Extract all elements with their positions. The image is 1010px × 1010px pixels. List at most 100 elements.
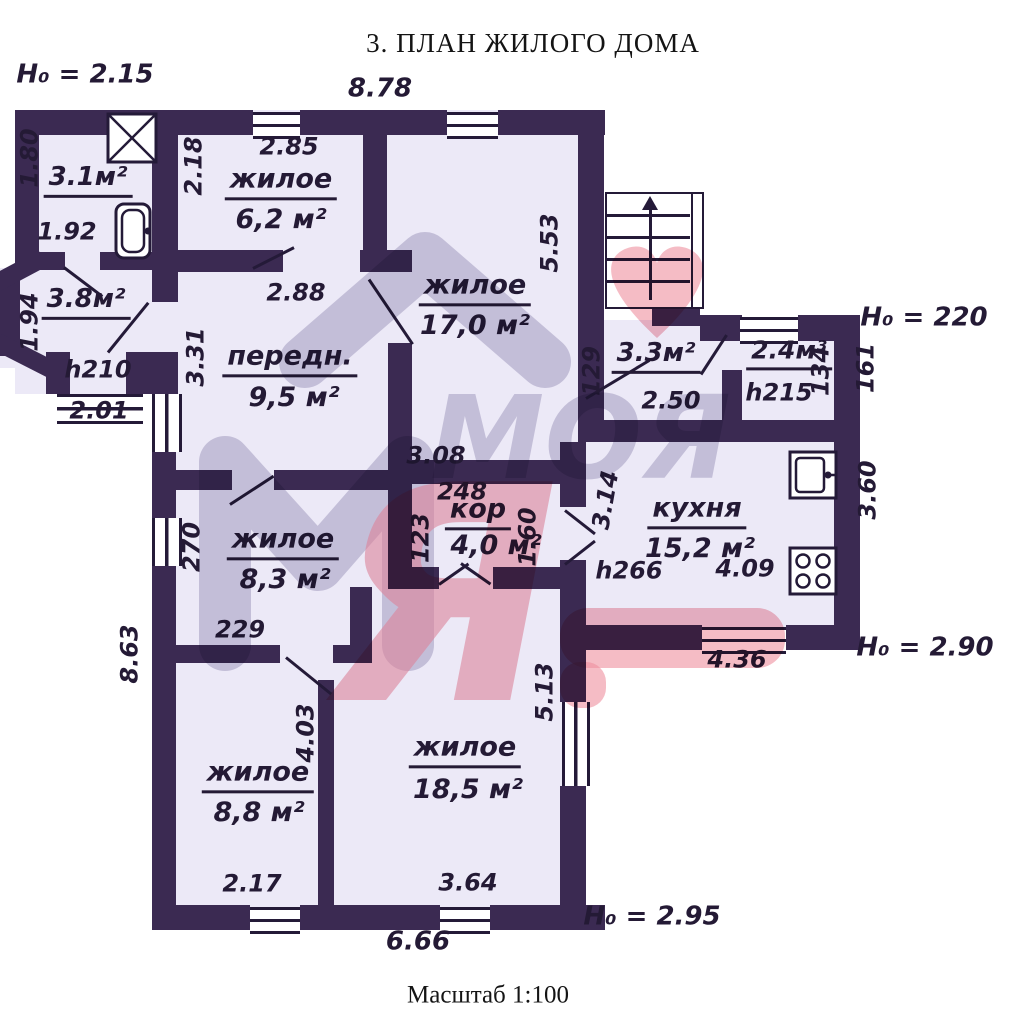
room-kitchen-name: кухня bbox=[647, 494, 747, 530]
wall-segment bbox=[560, 560, 586, 627]
stairs-direction-arrow bbox=[649, 206, 652, 300]
wall-segment bbox=[490, 905, 605, 930]
wall-segment bbox=[300, 905, 440, 930]
dim: 1.60 bbox=[513, 507, 542, 567]
wall-segment bbox=[722, 315, 742, 339]
wall-segment bbox=[578, 110, 604, 422]
dim: 1.80 bbox=[15, 128, 44, 188]
window bbox=[447, 112, 498, 139]
stair-rail-line bbox=[690, 194, 693, 307]
room-living83-name: жилое bbox=[226, 525, 340, 561]
scale-label: Масштаб 1:100 bbox=[407, 981, 569, 1009]
bathtub-icon bbox=[114, 202, 152, 260]
window bbox=[152, 394, 182, 452]
dim: 134 bbox=[806, 345, 835, 397]
window bbox=[250, 907, 300, 934]
wall-segment bbox=[560, 786, 586, 907]
room-living88-area: 8,8 м² bbox=[213, 796, 305, 828]
wall-segment bbox=[786, 625, 860, 650]
room-hall-height-note: h210 bbox=[64, 355, 132, 384]
wall-segment bbox=[333, 645, 372, 663]
vent-shaft-icon bbox=[106, 112, 158, 164]
room-closet-area: 2.4м³ bbox=[746, 337, 832, 371]
dim: 270 bbox=[177, 521, 206, 573]
room-living185-name: жилое bbox=[408, 733, 522, 769]
room-living170-name: жилое bbox=[418, 271, 532, 307]
dim: 129 bbox=[577, 345, 606, 397]
height-mark-bottom-right: H₀ = 2.95 bbox=[583, 901, 721, 932]
dim: 2.01 bbox=[69, 396, 129, 425]
wall-segment bbox=[363, 110, 387, 272]
wall-segment bbox=[350, 587, 372, 647]
wall-segment bbox=[152, 250, 283, 272]
wall-segment bbox=[360, 250, 412, 272]
room-living88-name: жилое bbox=[201, 758, 315, 794]
stairs-arrow-head bbox=[642, 196, 658, 210]
dim: 229 bbox=[214, 615, 266, 644]
entrance-stairs bbox=[605, 192, 704, 309]
room-front-area: 9,5 м² bbox=[248, 381, 340, 413]
wall-segment bbox=[126, 352, 152, 394]
wall-segment bbox=[152, 352, 178, 394]
wall-segment bbox=[274, 470, 388, 490]
wall-segment bbox=[834, 315, 860, 650]
dim: 2.88 bbox=[266, 278, 326, 307]
dim-top-width: 8.78 bbox=[347, 73, 413, 104]
window bbox=[440, 907, 490, 934]
dim: 2.18 bbox=[179, 136, 208, 196]
room-kitchen-height-note: h266 bbox=[595, 556, 663, 585]
dim: 4.03 bbox=[291, 703, 320, 763]
dim: 248 bbox=[436, 477, 488, 506]
window bbox=[253, 112, 300, 139]
room-living185-area: 18,5 м² bbox=[413, 773, 523, 805]
room-corridor-area: 4,0 м² bbox=[450, 529, 542, 561]
stair-step bbox=[607, 214, 690, 217]
dim: 6.66 bbox=[385, 926, 451, 957]
window bbox=[152, 518, 182, 566]
dim: 2.50 bbox=[641, 386, 701, 415]
wall-segment bbox=[152, 566, 176, 907]
wall-segment bbox=[493, 567, 560, 589]
window bbox=[562, 702, 590, 786]
room-bath-area: 3.1м² bbox=[43, 163, 133, 199]
window bbox=[57, 394, 143, 424]
dim: 4.36 bbox=[707, 645, 767, 674]
wall-segment bbox=[560, 650, 586, 702]
dim: 123 bbox=[406, 512, 435, 564]
wall-segment bbox=[178, 110, 253, 135]
height-mark-top-right: H₀ = 220 bbox=[860, 302, 988, 333]
wall-segment bbox=[152, 470, 232, 490]
room-front-name: передн. bbox=[222, 342, 358, 378]
wall-segment bbox=[578, 420, 860, 442]
dim: 3.60 bbox=[853, 460, 882, 520]
dim: 161 bbox=[851, 342, 880, 394]
dim: 3.31 bbox=[181, 327, 210, 387]
dim: 2.85 bbox=[259, 132, 319, 161]
dim: 5.53 bbox=[535, 213, 564, 273]
wall-segment bbox=[578, 625, 702, 650]
wall-segment bbox=[722, 370, 742, 422]
window bbox=[740, 317, 798, 344]
wall-segment bbox=[152, 645, 280, 663]
dim: 2.17 bbox=[222, 869, 282, 898]
dim: 8.63 bbox=[115, 624, 144, 684]
height-mark-mid-right: H₀ = 2.90 bbox=[856, 632, 994, 663]
room-living62-area: 6,2 м² bbox=[235, 203, 327, 235]
room-hall-area: 3.8м² bbox=[41, 285, 131, 321]
stair-step bbox=[607, 236, 690, 239]
wall-segment bbox=[318, 680, 334, 905]
wall-segment bbox=[412, 460, 580, 484]
dim: 4.09 bbox=[715, 554, 775, 583]
wall-segment bbox=[412, 567, 439, 589]
room-corridor-name: кор bbox=[444, 495, 512, 531]
dim: 3.64 bbox=[438, 868, 498, 897]
wall-segment bbox=[46, 352, 70, 394]
dim: 1.92 bbox=[37, 217, 97, 246]
wall-segment bbox=[152, 905, 250, 930]
wall-segment bbox=[15, 110, 39, 270]
sink-icon bbox=[788, 450, 838, 500]
wall-segment bbox=[15, 252, 65, 270]
room-tambour-area: 3.3м² bbox=[611, 339, 701, 375]
dim: 1.94 bbox=[15, 292, 44, 352]
